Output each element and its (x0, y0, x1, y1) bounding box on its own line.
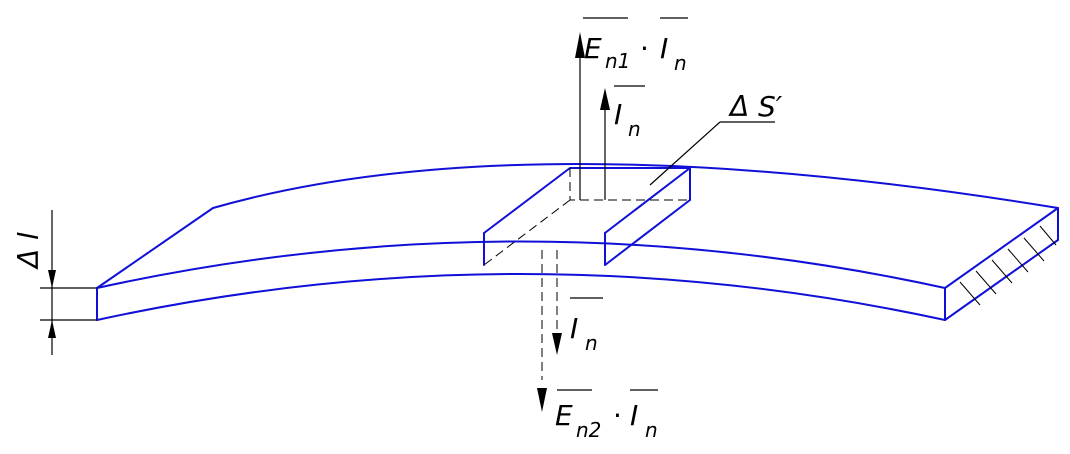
bottom-flux-E-sub: n2 (576, 418, 601, 442)
area-leader-line (649, 121, 721, 186)
bottom-current-label: I n (570, 297, 603, 355)
bottom-current-sub: n (585, 331, 598, 355)
area-element-box (483, 167, 691, 266)
element-top-face (483, 167, 691, 234)
plate-bottom-front-edge (96, 273, 946, 321)
bottom-dot: · (613, 399, 622, 432)
top-dot: · (640, 32, 649, 65)
plate-right-end-face (944, 207, 1059, 321)
bottom-flux-E: E (555, 399, 573, 432)
plate-left-slant-edge (96, 207, 214, 289)
top-flux-label: E n1 · I n (583, 17, 688, 75)
bottom-flux-vector (537, 250, 547, 412)
bottom-flux-I: I (630, 399, 638, 432)
thickness-label: Δ l (12, 232, 45, 270)
top-current-sub: n (628, 117, 641, 141)
bottom-current-I: I (570, 312, 578, 345)
cross-section-hatching (959, 225, 1057, 306)
element-front-face (483, 167, 691, 266)
bottom-flux-label: E n2 · I n (555, 389, 658, 442)
bottom-flux-I-sub: n (645, 418, 658, 442)
top-current-label: I n (614, 85, 645, 141)
top-flux-I-sub: n (674, 51, 687, 75)
top-flux-E: E (584, 32, 602, 65)
bottom-normal-vector (552, 250, 562, 355)
top-flux-E-sub: n1 (605, 49, 630, 73)
area-element-label: Δ S′ (728, 90, 783, 123)
plate-top-back-edge (212, 163, 1059, 209)
curved-plate (96, 163, 1059, 321)
top-flux-vector (575, 32, 585, 200)
thickness-dimension (40, 210, 97, 355)
top-flux-I: I (660, 32, 668, 65)
element-hidden-edges (483, 168, 690, 266)
top-current-I: I (614, 98, 622, 131)
top-normal-vector (600, 88, 610, 200)
plate-top-front-edge (96, 240, 946, 289)
